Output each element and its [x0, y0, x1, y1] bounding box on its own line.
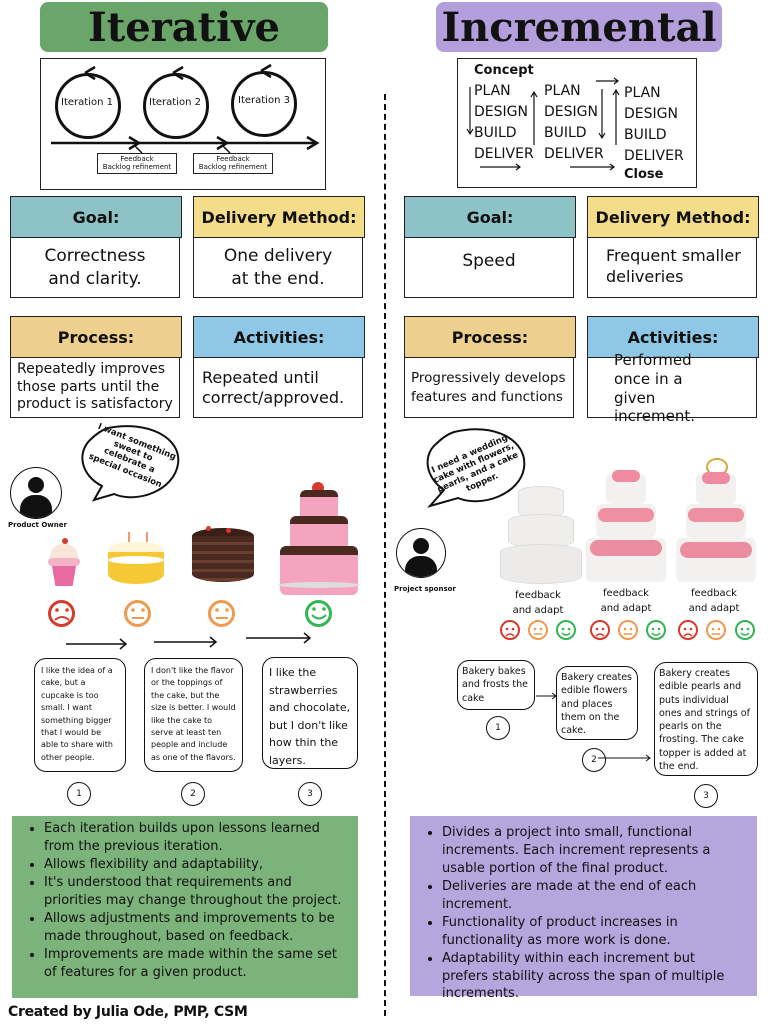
feedback-adapt-label-2: feedback and adapt — [600, 588, 652, 614]
incremental-goal-text: Speed — [404, 237, 574, 298]
neutral-face-icon-inc3 — [706, 620, 726, 640]
incremental-goal-header: Goal: — [404, 196, 576, 238]
iterative-activities-text: Repeated until correct/approved. — [193, 357, 363, 418]
iterative-delivery-text: One delivery at the end. — [193, 237, 363, 298]
iteration-arrows — [51, 63, 320, 154]
iteration-2-label: Iteration 2 — [149, 97, 201, 108]
plain-wedding-cake-image — [500, 486, 582, 586]
iterative-goal-text: Correctness and clarity. — [10, 237, 180, 298]
inc3-plan: PLAN — [624, 85, 661, 101]
inc1-deliver: DELIVER — [474, 146, 534, 162]
incremental-step-1-number: 1 — [486, 716, 510, 740]
cupcake-image — [46, 538, 82, 586]
iteration-3-label: Iteration 3 — [238, 95, 290, 106]
incremental-flow-arrows — [466, 77, 620, 171]
iterative-speech-bubble-shape — [81, 425, 180, 502]
frown-face-icon-inc2 — [590, 620, 610, 640]
iterative-process-text: Repeatedly improves those parts until th… — [10, 357, 180, 418]
neutral-face-icon — [124, 600, 151, 627]
iterative-step-1-number: 1 — [67, 782, 91, 806]
inc1-design: DESIGN — [474, 104, 528, 120]
close-label: Close — [624, 167, 664, 182]
iterative-process-header: Process: — [10, 316, 182, 358]
inc1-plan: PLAN — [474, 83, 511, 99]
yellow-cake-image — [106, 532, 166, 588]
smile-face-icon-inc1 — [556, 620, 576, 640]
incremental-step-2-text: Bakery creates edible flowers and places… — [556, 666, 638, 740]
iterative-goal-header: Goal: — [10, 196, 182, 238]
incremental-summary: Divides a project into small, functional… — [410, 816, 757, 1001]
iterative-step-2-text: I don't like the flavor or the toppings … — [144, 658, 243, 772]
incremental-diagram: Concept PLAN DESIGN BUILD DELIVER PLAN D… — [457, 58, 697, 188]
inc1-build: BUILD — [474, 125, 517, 141]
incremental-delivery-text: Frequent smaller deliveries — [587, 237, 757, 298]
inc3-build: BUILD — [624, 127, 667, 143]
iterative-title: Iterative — [40, 2, 328, 52]
iterative-step-2-number: 2 — [181, 782, 205, 806]
frown-face-icon-inc1 — [500, 620, 520, 640]
neutral-face-icon-2 — [208, 600, 235, 627]
right-face-features — [505, 627, 750, 637]
inc3-deliver: DELIVER — [624, 148, 684, 164]
frown-face-icon-inc3 — [678, 620, 698, 640]
incremental-summary-item-3: Functionality of product increases in fu… — [442, 914, 743, 950]
neutral-face-icon-inc1 — [528, 620, 548, 640]
feedback-label-1: Feedback Backlog refinement — [97, 153, 177, 174]
iterative-summary-item-5: Improvements are made within the same se… — [44, 946, 344, 982]
incremental-delivery-header: Delivery Method: — [587, 196, 759, 238]
left-progress-arrows — [66, 632, 312, 650]
pearl-topper-wedding-cake-image — [676, 458, 756, 586]
iterative-summary-item-2: Allows flexibility and adaptability, — [44, 856, 344, 874]
feedback-adapt-label-3: feedback and adapt — [688, 588, 740, 614]
incremental-process-text: Progressively develops features and func… — [404, 357, 574, 418]
tiered-strawberry-cake-image — [278, 482, 360, 595]
chocolate-cake-image — [188, 526, 258, 588]
inc2-deliver: DELIVER — [544, 146, 604, 162]
smile-face-icon — [305, 600, 332, 627]
inc2-build: BUILD — [544, 125, 587, 141]
product-owner-avatar — [10, 467, 62, 519]
center-divider — [384, 94, 386, 1016]
incremental-title: Incremental — [436, 2, 722, 52]
incremental-step-3-text: Bakery creates edible pearls and puts in… — [654, 662, 758, 776]
iterative-activities-header: Activities: — [193, 316, 365, 358]
inc2-design: DESIGN — [544, 104, 598, 120]
incremental-step-3-number: 3 — [694, 784, 718, 808]
iterative-summary: Each iteration builds upon lessons learn… — [12, 816, 358, 998]
incremental-activities-text: Performed once in a given increment. — [587, 351, 757, 425]
incremental-step-1-text: Bakery bakes and frosts the cake — [457, 660, 535, 710]
iterative-summary-item-3: It's understood that requirements and pr… — [44, 874, 344, 910]
iterative-step-3-text: I like the strawberries and chocolate, b… — [262, 657, 358, 769]
concept-label: Concept — [474, 63, 534, 78]
feedback-label-2: Feedback Backlog refinement — [193, 153, 273, 174]
iterative-step-3-number: 3 — [298, 782, 322, 806]
iterative-summary-item-1: Each iteration builds upon lessons learn… — [44, 820, 344, 856]
incremental-summary-item-1: Divides a project into small, functional… — [442, 824, 743, 878]
frown-face-icon — [48, 600, 75, 627]
flower-wedding-cake-image — [586, 468, 666, 586]
project-sponsor-label: Project sponsor — [394, 585, 456, 593]
incremental-summary-item-2: Deliveries are made at the end of each i… — [442, 878, 743, 914]
iteration-1-label: Iteration 1 — [61, 97, 113, 108]
smile-face-icon-inc3 — [735, 620, 755, 640]
inc3-design: DESIGN — [624, 106, 678, 122]
left-face-features — [54, 607, 327, 621]
iterative-diagram: Iteration 1 Iteration 2 Iteration 3 Feed… — [40, 58, 326, 190]
incremental-step-2-number: 2 — [582, 748, 606, 772]
inc2-plan: PLAN — [544, 83, 581, 99]
feedback-adapt-label-1: feedback and adapt — [512, 590, 564, 616]
iterative-summary-item-4: Allows adjustments and improvements to b… — [44, 910, 344, 946]
right-progress-arrows — [536, 692, 651, 762]
iterative-delivery-header: Delivery Method: — [193, 196, 365, 238]
project-sponsor-avatar — [396, 528, 446, 578]
incremental-summary-item-4: Adaptability within each increment but p… — [442, 950, 743, 1004]
iterative-step-1-text: I like the idea of a cake, but a cupcake… — [34, 658, 126, 772]
neutral-face-icon-inc2 — [618, 620, 638, 640]
smile-face-icon-inc2 — [646, 620, 666, 640]
incremental-speech-bubble-shape — [426, 428, 526, 508]
incremental-process-header: Process: — [404, 316, 576, 358]
footer-credit: Created by Julia Ode, PMP, CSM — [8, 1004, 248, 1020]
product-owner-label: Product Owner — [8, 521, 67, 529]
